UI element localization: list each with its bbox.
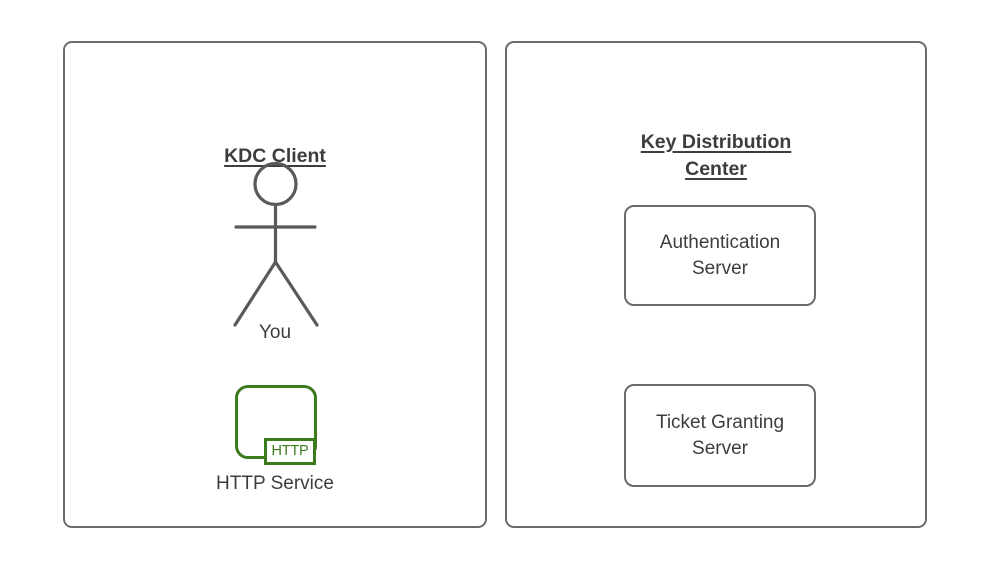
http-service-icon: HTTP [235, 385, 317, 465]
ticket-granting-server-box: Ticket Granting Server [624, 384, 816, 487]
actor-label: You [258, 322, 292, 343]
key-distribution-center-title-text: Key Distribution Center [640, 131, 792, 180]
kdc-client-title-text: KDC Client [224, 145, 326, 167]
authentication-server-box: Authentication Server [624, 205, 816, 306]
http-badge: HTTP [264, 438, 316, 465]
http-service-label: HTTP Service [216, 473, 334, 494]
kdc-client-title: KDC Client [65, 143, 485, 170]
stick-figure-person-icon [218, 158, 333, 333]
key-distribution-center-title: Key Distribution Center [507, 129, 925, 183]
